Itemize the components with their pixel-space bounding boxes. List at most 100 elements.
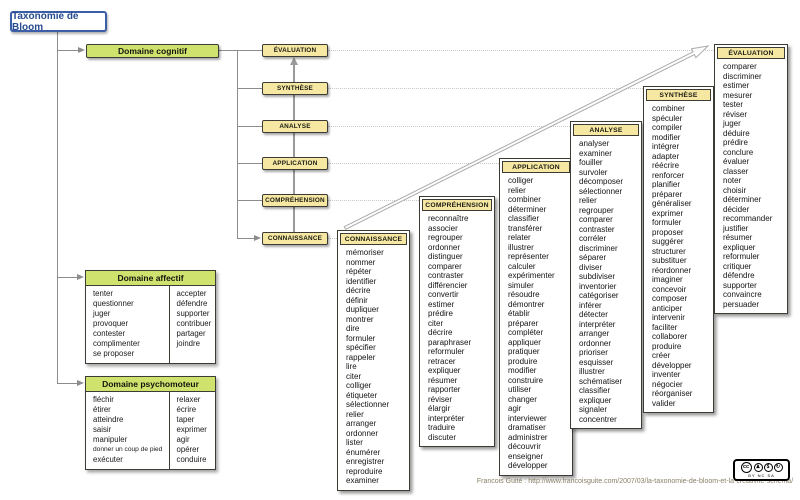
verb-item: étiqueter: [346, 390, 378, 400]
verb-item: relier: [346, 409, 364, 419]
verb-item: anticiper: [652, 303, 683, 313]
verb-item: compléter: [508, 328, 544, 337]
verb-item: dramatiser: [508, 423, 546, 432]
word-item: étirer: [93, 405, 111, 414]
word-item: donner un coup de pied: [93, 446, 163, 453]
verb-item: réordonner: [652, 265, 692, 275]
cc-nc-icon: $: [763, 463, 773, 472]
verb-item: distinguer: [428, 252, 463, 261]
verb-item: intervenir: [652, 313, 685, 322]
verb-item: formuler: [652, 218, 682, 227]
verb-item: substituer: [652, 256, 687, 265]
word-item: partager: [176, 329, 206, 338]
level-box-analyse: ANALYSE: [262, 120, 328, 133]
column-header: ÉVALUATION: [717, 47, 785, 59]
verb-item: tester: [723, 100, 744, 109]
verb-item: déduire: [723, 128, 750, 138]
verb-item: réécrire: [652, 161, 680, 170]
verb-item: illustrer: [579, 367, 605, 376]
verb-item: colliger: [508, 176, 534, 185]
verb-item: préparer: [652, 189, 683, 199]
verb-item: appliquer: [508, 337, 541, 347]
verb-item: décrire: [346, 286, 371, 295]
column-header: APPLICATION: [502, 161, 570, 173]
connector-line: [57, 383, 78, 384]
verb-item: préparer: [508, 318, 539, 328]
verb-item: développer: [652, 360, 692, 370]
verb-item: regrouper: [579, 205, 614, 215]
verb-item: examiner: [579, 148, 612, 158]
verb-item: prédire: [428, 309, 453, 318]
verb-item: suggérer: [652, 237, 684, 246]
verb-item: enregistrer: [346, 457, 385, 466]
verb-item: juger: [723, 119, 741, 128]
verb-item: nommer: [346, 257, 376, 267]
verb-item: démontrer: [508, 299, 545, 309]
connector-line: [57, 50, 79, 51]
psychomotor-domain-title: Domaine psychomoteur: [86, 377, 215, 392]
verb-item: associer: [428, 223, 458, 233]
verb-item: modifier: [508, 366, 537, 375]
verb-item: justifier: [723, 223, 749, 233]
verb-item: expliquer: [723, 242, 756, 252]
verb-item: sélectionner: [579, 186, 623, 196]
verb-item: résumer: [723, 233, 753, 242]
verb-item: structurer: [652, 246, 686, 256]
verb-item: persuader: [723, 299, 760, 309]
level-box-comprehension: COMPRÉHENSION: [262, 194, 328, 207]
verb-item: identifier: [346, 276, 377, 286]
level-box-synthese: SYNTHÈSE: [262, 82, 328, 95]
verb-item: formuler: [346, 333, 376, 343]
verb-item: survoler: [579, 167, 608, 177]
verb-item: décomposer: [579, 177, 624, 186]
arrowhead-icon: [78, 47, 85, 53]
credit-text: Francois Guité : http://www.francoisguit…: [476, 478, 794, 485]
verb-item: examiner: [346, 476, 379, 485]
verb-item: produire: [652, 341, 682, 351]
verb-item: élargir: [428, 404, 451, 413]
verb-item: transférer: [508, 223, 543, 233]
verb-item: classifier: [508, 214, 540, 223]
verb-item: résumer: [428, 375, 458, 385]
verb-item: discuter: [428, 432, 457, 442]
verb-item: lire: [346, 362, 357, 371]
verb-item: mesurer: [723, 90, 753, 100]
verb-item: exprimer: [652, 208, 684, 218]
verb-item: convertir: [428, 290, 459, 299]
verb-item: estimer: [723, 81, 750, 90]
verb-item: agir: [508, 404, 522, 413]
verb-item: expérimenter: [508, 271, 555, 280]
verb-item: résoudre: [508, 290, 540, 299]
verb-item: comparer: [723, 62, 757, 71]
word-item: exécuter: [93, 455, 123, 464]
verb-item: ordonner: [346, 428, 379, 438]
word-item: manipuler: [93, 435, 128, 444]
verb-item: traduire: [428, 423, 456, 432]
connector-line: [57, 277, 78, 278]
verb-item: décider: [723, 204, 750, 214]
verb-item: fouiller: [579, 158, 603, 167]
verb-item: dupliquer: [346, 305, 379, 314]
verb-item: citer: [346, 371, 362, 381]
verb-item: décrire: [428, 328, 453, 337]
verb-item: corréler: [579, 234, 607, 243]
verb-item: calculer: [508, 261, 536, 271]
verb-item: interpréter: [579, 319, 616, 329]
verb-item: noter: [723, 176, 742, 185]
word-item: joindre: [176, 339, 200, 348]
verb-item: subdiviser: [579, 272, 616, 281]
word-item: contester: [93, 329, 126, 338]
verb-item: changer: [508, 394, 537, 404]
verb-item: rappeler: [346, 352, 376, 362]
connector-line: [237, 88, 262, 89]
word-item: défendre: [176, 299, 208, 308]
verb-item: établir: [508, 309, 530, 318]
